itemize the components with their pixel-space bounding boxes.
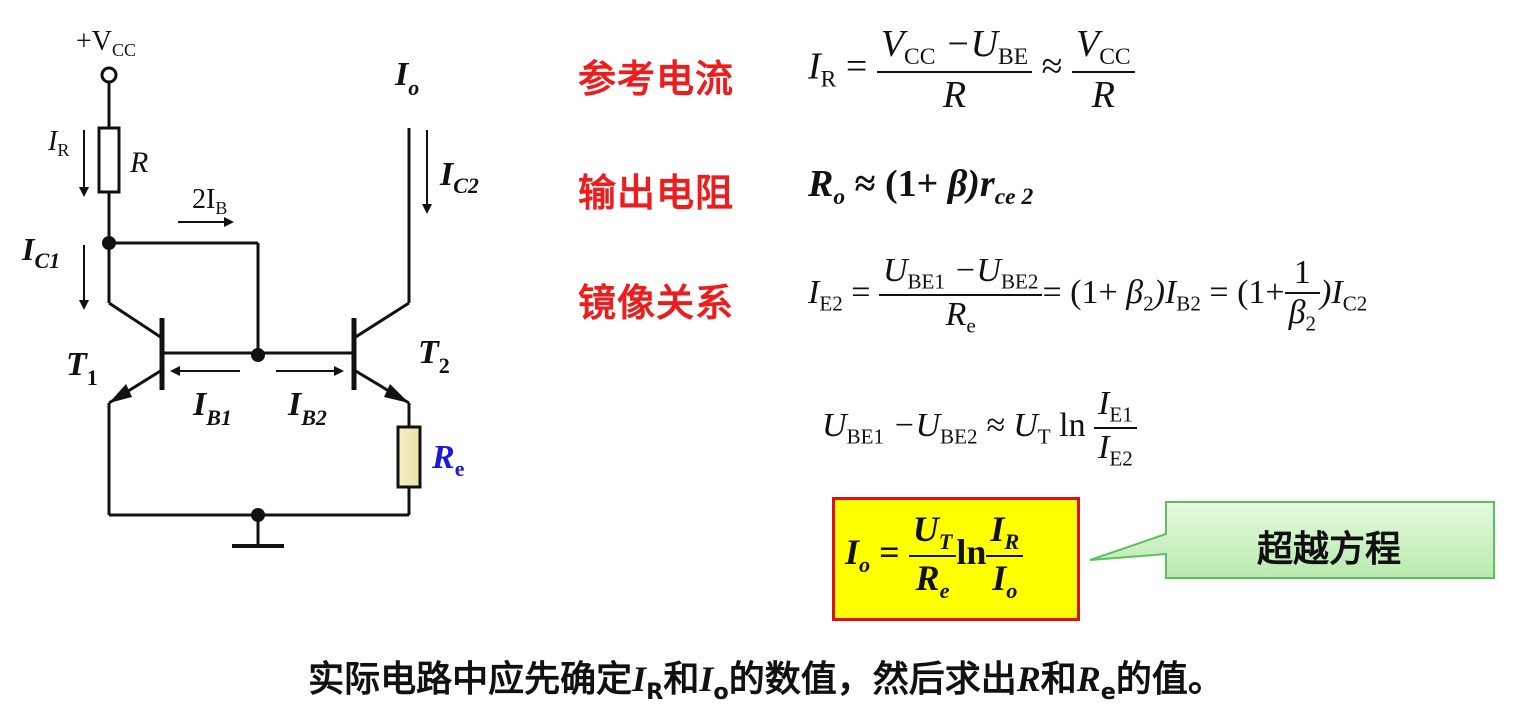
resistor-r (97, 126, 121, 194)
t1-emitter-arrow (109, 384, 132, 403)
vcc-terminal (100, 66, 118, 84)
label-output-resistance: 输出电阻 (578, 171, 735, 215)
io-label: Io (394, 56, 419, 100)
box-fraction-ut-re: UT Re (908, 508, 957, 604)
eq3-beta-fraction: 1 β2 (1284, 254, 1321, 336)
eq1-fraction: VCC −UBE R (876, 22, 1033, 117)
equation-output-resistance: Ro ≈ (1+ β)rce 2 (808, 163, 1034, 211)
label-reference-current: 参考电流 (578, 57, 735, 101)
r-label: R (129, 146, 148, 179)
re-label: Re (431, 439, 465, 481)
eq1-approx-fraction: VCC R (1072, 22, 1135, 117)
ir-label: IR (47, 126, 69, 160)
two-ib-label: 2IB (192, 184, 227, 218)
resistor-re (396, 425, 422, 489)
eq4-fraction: IE1 IE2 (1094, 385, 1137, 472)
junction-dot (251, 508, 265, 522)
bottom-note: 实际电路中应先确定IR和Io的数值，然后求出R和Re的值。 (308, 659, 1224, 705)
junction-dot (102, 236, 116, 250)
equation-mirror-relation: IE2 = UBE1 −UBE2 Re = (1+ β2)IB2 = (1+ 1… (808, 252, 1368, 339)
ic1-label: IC1 (21, 231, 60, 273)
label-mirror-relation: 镜像关系 (578, 281, 735, 325)
eq3-fraction: UBE1 −UBE2 Re (878, 252, 1043, 339)
t1-label: T1 (66, 346, 98, 390)
callout-bubble (1089, 501, 1495, 579)
ib1-label: IB1 (192, 386, 232, 430)
callout-text: 超越方程 (1256, 529, 1401, 570)
t2-emitter-arrow (384, 384, 409, 403)
equation-ube-difference: UBE1 −UBE2 ≈ UT ln IE1 IE2 (822, 385, 1137, 472)
box-fraction-ir-io: IR Io (986, 508, 1024, 604)
ic2-label: IC2 (439, 156, 479, 198)
vcc-label: +VCC (76, 26, 136, 60)
junction-dot (251, 348, 265, 362)
result-box: Io = UT Re ln IR Io (832, 497, 1080, 621)
ib2-label: IB2 (287, 386, 327, 430)
t2-label: T2 (418, 334, 450, 378)
equation-reference-current: IR = VCC −UBE R ≈ VCC R (808, 22, 1135, 117)
current-mirror-circuit: +VCC IR R 2IB IC1 Io IC2 T1 T2 IB1 IB2 R… (21, 26, 479, 548)
equation-result: Io = UT Re ln IR Io (845, 508, 1024, 604)
